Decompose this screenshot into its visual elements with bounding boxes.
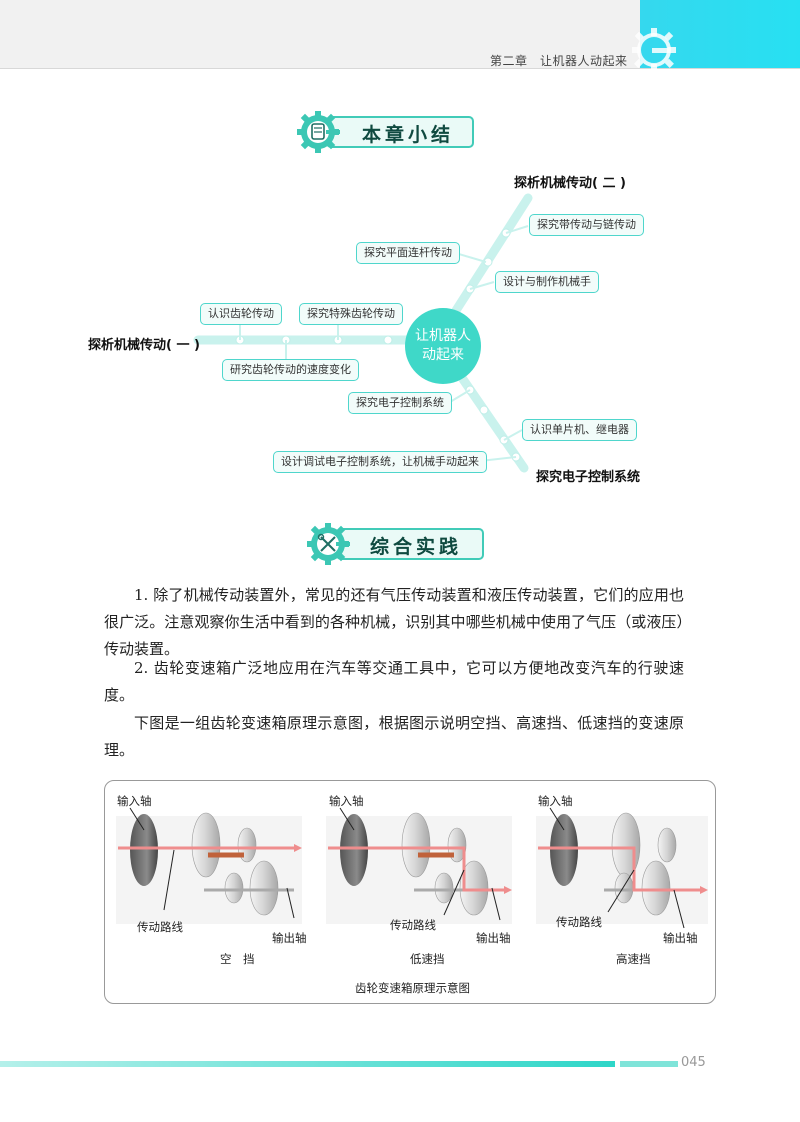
mind-map-node: 探究特殊齿轮传动 bbox=[299, 303, 403, 325]
panel-title-neutral: 空 挡 bbox=[220, 952, 255, 966]
mind-map-node: 探究平面连杆传动 bbox=[356, 242, 460, 264]
mind-map-node: 研究齿轮传动的速度变化 bbox=[222, 359, 359, 381]
mind-map-node: 认识齿轮传动 bbox=[200, 303, 282, 325]
header-band bbox=[0, 0, 640, 68]
gearbox-figure bbox=[104, 780, 716, 1004]
paragraph-3: 下图是一组齿轮变速箱原理示意图，根据图示说明空挡、高速挡、低速挡的变速原理。 bbox=[104, 714, 684, 759]
practice-banner: 综合实践 bbox=[306, 522, 486, 566]
output-shaft-label: 输出轴 bbox=[272, 931, 307, 945]
mind-map-node: 设计与制作机械手 bbox=[495, 271, 599, 293]
mind-map-node: 设计调试电子控制系统，让机械手动起来 bbox=[273, 451, 487, 473]
footer-bar bbox=[0, 1061, 615, 1067]
heading-left: 探析机械传动( 一 ) bbox=[88, 338, 200, 353]
low-gear-panel bbox=[326, 807, 512, 924]
center-line-1: 让机器人 bbox=[415, 328, 471, 344]
input-shaft-label: 输入轴 bbox=[538, 794, 573, 808]
output-shaft-label: 输出轴 bbox=[663, 931, 698, 945]
drive-path-label: 传动路线 bbox=[556, 915, 602, 929]
book-gear-icon bbox=[297, 111, 340, 153]
center-line-2: 动起来 bbox=[422, 347, 464, 363]
paragraph-2: 2. 齿轮变速箱广泛地应用在汽车等交通工具中，它可以方便地改变汽车的行驶速度。 bbox=[104, 659, 684, 704]
drive-path-label: 传动路线 bbox=[390, 918, 436, 932]
gearbox-diagram bbox=[116, 807, 708, 929]
footer-bar-short bbox=[620, 1061, 678, 1067]
heading-top: 探析机械传动( 二 ) bbox=[514, 176, 626, 191]
panel-title-low: 低速挡 bbox=[410, 952, 445, 966]
practice-title: 综合实践 bbox=[370, 536, 463, 558]
summary-banner: 本章小结 bbox=[296, 110, 476, 154]
mind-map-node: 探究电子控制系统 bbox=[348, 392, 452, 414]
output-shaft-label: 输出轴 bbox=[476, 931, 511, 945]
paragraph-1: 1. 除了机械传动装置外，常见的还有气压传动装置和液压传动装置，它们的应用也很广… bbox=[104, 586, 684, 658]
tools-gear-icon bbox=[307, 523, 350, 565]
mind-map-node: 探究带传动与链传动 bbox=[529, 214, 644, 236]
high-gear-panel bbox=[536, 807, 708, 929]
figure-caption: 齿轮变速箱原理示意图 bbox=[355, 981, 470, 995]
mind-map-node: 认识单片机、继电器 bbox=[522, 419, 637, 441]
mind-map-center: 让机器人动起来 bbox=[405, 308, 481, 384]
neutral-gear-panel bbox=[116, 807, 302, 924]
input-shaft-label: 输入轴 bbox=[117, 794, 152, 808]
panel-title-high: 高速挡 bbox=[616, 952, 651, 966]
gear-icon bbox=[632, 28, 676, 72]
summary-title: 本章小结 bbox=[362, 124, 455, 146]
page-number: 045 bbox=[681, 1055, 706, 1070]
drive-path-label: 传动路线 bbox=[137, 920, 183, 934]
heading-bottom: 探究电子控制系统 bbox=[536, 470, 641, 485]
chapter-title: 第二章 让机器人动起来 bbox=[490, 54, 628, 68]
input-shaft-label: 输入轴 bbox=[329, 794, 364, 808]
header-divider bbox=[0, 68, 800, 69]
